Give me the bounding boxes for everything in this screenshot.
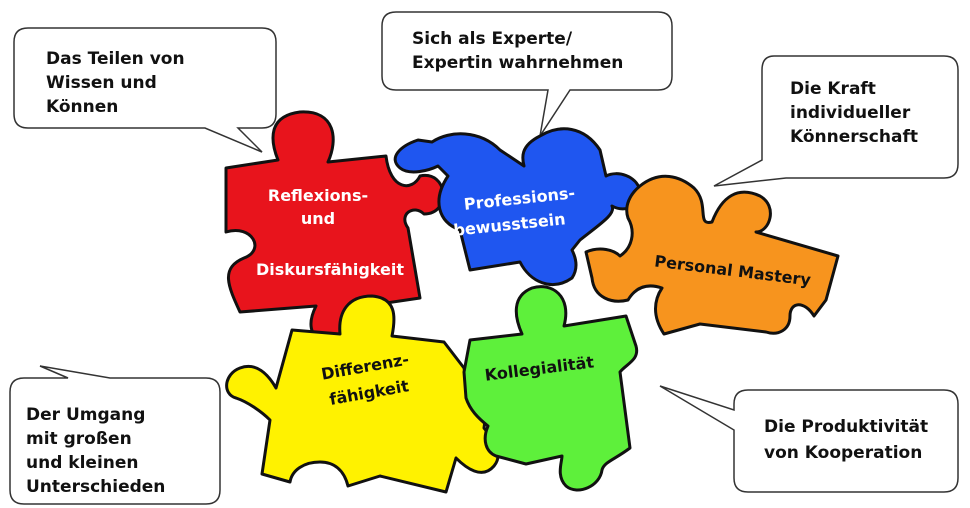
piece-personal-shape: [584, 174, 840, 336]
piece-reflexion-line1: Reflexions-: [268, 186, 368, 205]
bubble-experte-line2: Expertin wahrnehmen: [412, 53, 623, 73]
bubble-experte-shape: [381, 11, 673, 137]
bubble-umgang-line1: Der Umgang: [26, 405, 145, 425]
piece-reflexion-line2: und: [301, 209, 335, 228]
bubble-kraft-line3: Könnerschaft: [790, 127, 918, 147]
bubble-umgang-line2: mit großen: [26, 429, 132, 449]
piece-personal: Personal Mastery: [584, 174, 840, 336]
piece-reflexion: Reflexions- und Diskursfähigkeit: [224, 110, 445, 346]
bubble-teilen: Das Teilen von Wissen und Können: [13, 27, 277, 153]
bubble-produktiv-line2: von Kooperation: [764, 443, 922, 463]
bubble-teilen-line1: Das Teilen von: [46, 49, 185, 69]
piece-kollegial: Kollegialität: [462, 285, 639, 492]
piece-profession-shape: [393, 127, 643, 287]
bubble-umgang-line3: und kleinen: [26, 453, 139, 473]
bubble-umgang-line4: Unterschieden: [26, 477, 165, 497]
bubble-kraft-line2: individueller: [790, 103, 911, 123]
bubble-umgang-shape: [9, 365, 221, 505]
bubble-produktiv: Die Produktivität von Kooperation: [659, 385, 959, 493]
bubble-kraft: Die Kraft individueller Könnerschaft: [713, 55, 959, 187]
bubble-produktiv-shape: [659, 385, 959, 493]
piece-differenz: Differenz- fähigkeit: [225, 294, 500, 494]
bubble-produktiv-line1: Die Produktivität: [764, 417, 928, 437]
bubble-teilen-shape: [13, 27, 277, 153]
bubble-teilen-line3: Können: [46, 97, 118, 117]
bubble-kraft-shape: [713, 55, 959, 187]
piece-profession: Professions- bewusstsein: [393, 127, 643, 287]
bubble-teilen-line2: Wissen und: [46, 73, 157, 93]
piece-kollegial-shape: [462, 285, 639, 492]
piece-reflexion-line3: Diskursfähigkeit: [256, 260, 404, 279]
bubble-kraft-line1: Die Kraft: [790, 79, 876, 99]
bubble-umgang: Der Umgang mit großen und kleinen Unters…: [9, 365, 221, 505]
bubble-experte-line1: Sich als Experte/: [412, 29, 573, 49]
piece-reflexion-shape: [224, 110, 445, 346]
bubble-experte: Sich als Experte/ Expertin wahrnehmen: [381, 11, 673, 137]
piece-differenz-shape: [225, 294, 500, 494]
